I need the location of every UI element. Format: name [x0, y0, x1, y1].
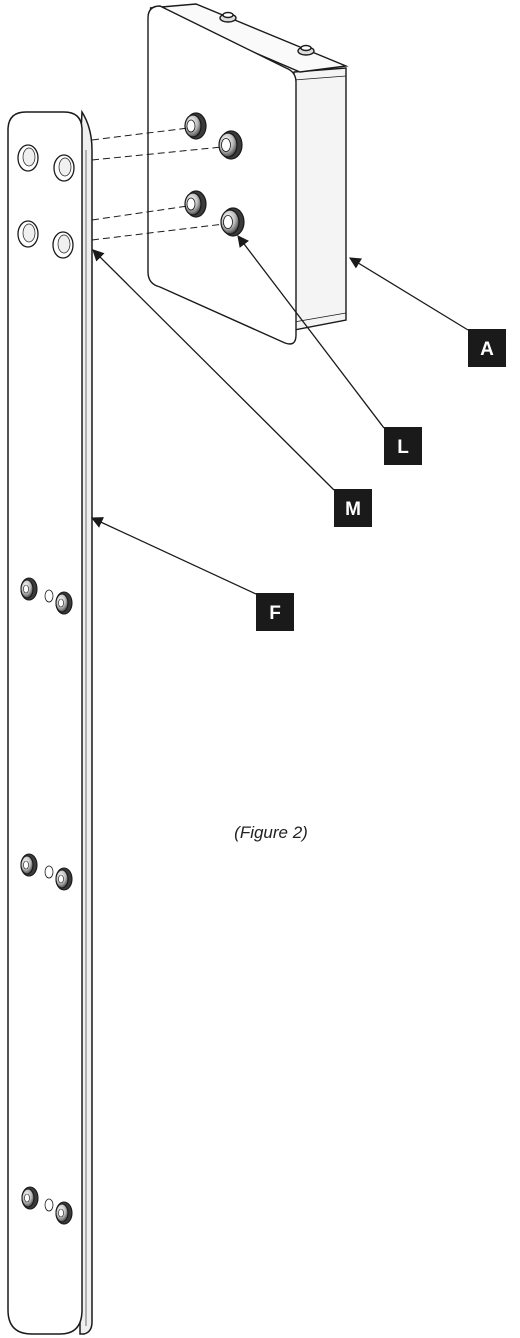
hole-icon: [53, 154, 75, 182]
bolt-icon: [55, 867, 73, 891]
standoff-icon: [218, 130, 243, 160]
enclosure-box: [147, 3, 349, 345]
vertical-bracket: [7, 109, 93, 1335]
figure-caption: (Figure 2): [234, 823, 308, 842]
leader-line-l: [237, 235, 385, 429]
callout-m-box: [334, 489, 372, 527]
bolt-icon: [55, 591, 73, 615]
bolt-icon: [20, 577, 38, 601]
bracket-top-holes: [17, 144, 75, 259]
bolt-icon: [20, 853, 38, 877]
callout-f: F: [256, 593, 294, 631]
bolt-icon: [21, 1186, 39, 1210]
alignment-dashed-lines: [91, 127, 225, 241]
callout-l-label: L: [397, 437, 409, 458]
hole-icon: [17, 220, 39, 248]
bracket-bolts-lower: [21, 1186, 73, 1225]
hole-icon: [17, 144, 39, 172]
callout-a-label: A: [480, 339, 494, 360]
bracket-bolts-upper: [20, 577, 73, 615]
hole-icon: [52, 231, 74, 259]
callout-l: L: [384, 427, 422, 465]
callout-a-box: [468, 329, 506, 367]
standoff-icon: [184, 112, 207, 140]
washer-icon: [44, 865, 54, 879]
leader-line-a: [349, 257, 469, 331]
bolt-icon: [55, 1201, 73, 1225]
callout-f-box: [256, 593, 294, 631]
standoff-icon: [220, 207, 245, 237]
callout-m-label: M: [345, 499, 361, 520]
washer-icon: [44, 1198, 54, 1212]
callout-f-label: F: [269, 603, 281, 624]
leader-line-f: [90, 517, 257, 595]
box-standoff-group: [184, 112, 245, 237]
leader-lines: [90, 235, 469, 595]
bracket-bolts-middle: [20, 853, 73, 891]
callout-m: M: [334, 489, 372, 527]
washer-icon: [44, 589, 54, 603]
leader-line-m: [92, 249, 335, 491]
callout-l-box: [384, 427, 422, 465]
standoff-icon: [184, 190, 207, 218]
callout-a: A: [468, 329, 506, 367]
